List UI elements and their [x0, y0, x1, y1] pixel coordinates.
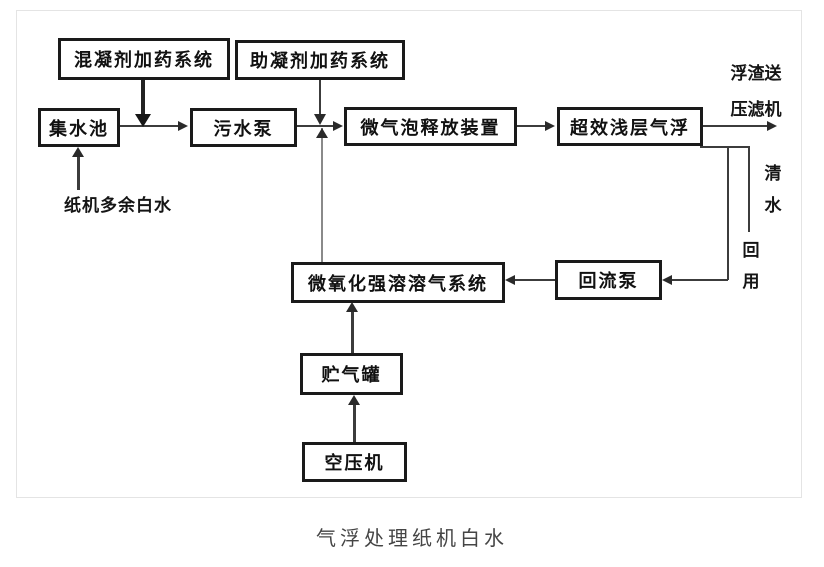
node-collecting-tank: 集水池: [38, 108, 120, 147]
scum-label-line2: 压滤机: [730, 100, 782, 120]
arrowhead-gas-tank-up-icon: [346, 302, 358, 312]
line-coagulant-dosing-down: [141, 80, 145, 116]
reuse-label: 回用: [742, 241, 760, 292]
figure-frame: [16, 10, 802, 498]
node-label-microbubble-release-device: 微气泡释放装置: [360, 117, 501, 139]
line-compressor-to-gas-tank: [353, 404, 356, 442]
line-white-water-to-collecting-tank: [77, 156, 80, 190]
node-label-collecting-tank: 集水池: [49, 118, 109, 140]
arrowhead-coagulant-dosing-icon: [135, 114, 151, 127]
arrowhead-into-sewage-pump-icon: [178, 121, 188, 131]
node-return-pump: 回流泵: [555, 260, 662, 300]
node-label-sewage-pump: 污水泵: [213, 118, 274, 140]
arrowhead-dissolved-air-into-junction-icon: [316, 128, 328, 138]
line-gas-tank-to-dissolved-air-system: [351, 311, 354, 353]
arrowhead-flocculant-dosing-icon: [314, 114, 326, 125]
white-water-feed-label: 纸机多余白水: [64, 196, 172, 216]
arrowhead-into-dissolved-air-system-icon: [505, 275, 515, 285]
node-label-flocculant-dosing-system: 助凝剂加药系统: [250, 51, 390, 72]
arrowhead-into-return-pump-icon: [662, 275, 672, 285]
scum-to-filter-press-label: 浮渣送 压滤机: [712, 56, 800, 128]
line-flotation-to-filter-press: [703, 125, 769, 127]
node-label-micro-oxidation-dissolved-air-system: 微氧化强溶溶气系统: [308, 273, 488, 295]
arrowhead-compressor-up-icon: [348, 395, 360, 405]
figure-caption: 气浮处理纸机白水: [316, 526, 508, 550]
line-microbubble-device-to-flotation: [517, 125, 547, 127]
node-label-shallow-air-flotation: 超效浅层气浮: [570, 117, 690, 139]
node-label-coagulant-dosing-system: 混凝剂加药系统: [74, 50, 214, 71]
node-coagulant-dosing-system: 混凝剂加药系统: [58, 38, 230, 80]
node-label-return-pump: 回流泵: [578, 271, 639, 292]
arrowhead-into-flotation-icon: [545, 121, 555, 131]
node-shallow-air-flotation: 超效浅层气浮: [557, 107, 703, 146]
arrowhead-white-water-up-icon: [72, 147, 84, 157]
node-sewage-pump: 污水泵: [190, 108, 297, 147]
node-label-air-compressor: 空压机: [324, 453, 385, 474]
arrowhead-to-filter-press-icon: [767, 121, 777, 131]
node-label-gas-storage-tank: 贮气罐: [321, 365, 382, 386]
node-flocculant-dosing-system: 助凝剂加药系统: [235, 40, 405, 80]
scum-label-line1: 浮渣送: [730, 64, 782, 84]
line-clear-water-branch-to-return-pump: [727, 146, 729, 280]
line-into-return-pump: [670, 279, 728, 281]
line-clear-water-to-reuse: [748, 146, 750, 232]
node-microbubble-release-device: 微气泡释放装置: [344, 107, 517, 146]
line-dissolved-air-system-up-to-junction: [321, 128, 323, 262]
line-flotation-bottom-right: [700, 146, 750, 148]
node-micro-oxidation-dissolved-air-system: 微氧化强溶溶气系统: [291, 262, 505, 303]
node-gas-storage-tank: 贮气罐: [300, 353, 403, 395]
clear-water-label: 清水: [764, 164, 782, 216]
arrowhead-into-microbubble-device-icon: [333, 121, 343, 131]
line-return-pump-to-dissolved-air-system: [513, 279, 555, 281]
line-sewage-pump-to-microbubble-device: [297, 125, 335, 127]
node-air-compressor: 空压机: [302, 442, 407, 482]
line-flocculant-dosing-down: [319, 80, 321, 114]
